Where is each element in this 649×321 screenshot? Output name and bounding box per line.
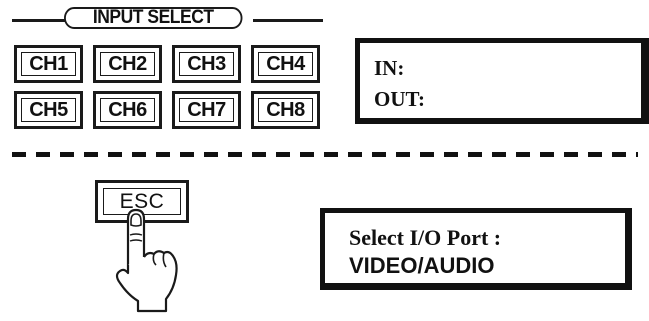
ch2-button[interactable]: CH2	[93, 45, 162, 83]
group-line-left	[12, 19, 66, 22]
port-value: VIDEO/AUDIO	[349, 253, 495, 278]
ch1-button[interactable]: CH1	[14, 45, 83, 83]
port-display: Select I/O Port : VIDEO/AUDIO	[320, 208, 632, 290]
out-label: OUT:	[374, 87, 425, 111]
ch7-label: CH7	[179, 98, 234, 122]
ch3-button[interactable]: CH3	[172, 45, 241, 83]
ch8-button[interactable]: CH8	[251, 91, 320, 129]
io-display: IN: OUT:	[355, 38, 649, 124]
ch7-button[interactable]: CH7	[172, 91, 241, 129]
ch4-label: CH4	[258, 52, 313, 76]
ch3-label: CH3	[179, 52, 234, 76]
input-select-title: INPUT SELECT	[64, 7, 243, 29]
dashed-divider	[12, 152, 638, 157]
ch8-label: CH8	[258, 98, 313, 122]
group-line-right	[253, 19, 323, 22]
ch4-button[interactable]: CH4	[251, 45, 320, 83]
ch5-button[interactable]: CH5	[14, 91, 83, 129]
port-prompt: Select I/O Port :	[349, 225, 502, 250]
ch5-label: CH5	[21, 98, 76, 122]
ch2-label: CH2	[100, 52, 155, 76]
pointing-hand-icon	[115, 208, 178, 313]
ch1-label: CH1	[21, 52, 76, 76]
in-label: IN:	[374, 56, 405, 80]
ch6-label: CH6	[100, 98, 155, 122]
ch6-button[interactable]: CH6	[93, 91, 162, 129]
